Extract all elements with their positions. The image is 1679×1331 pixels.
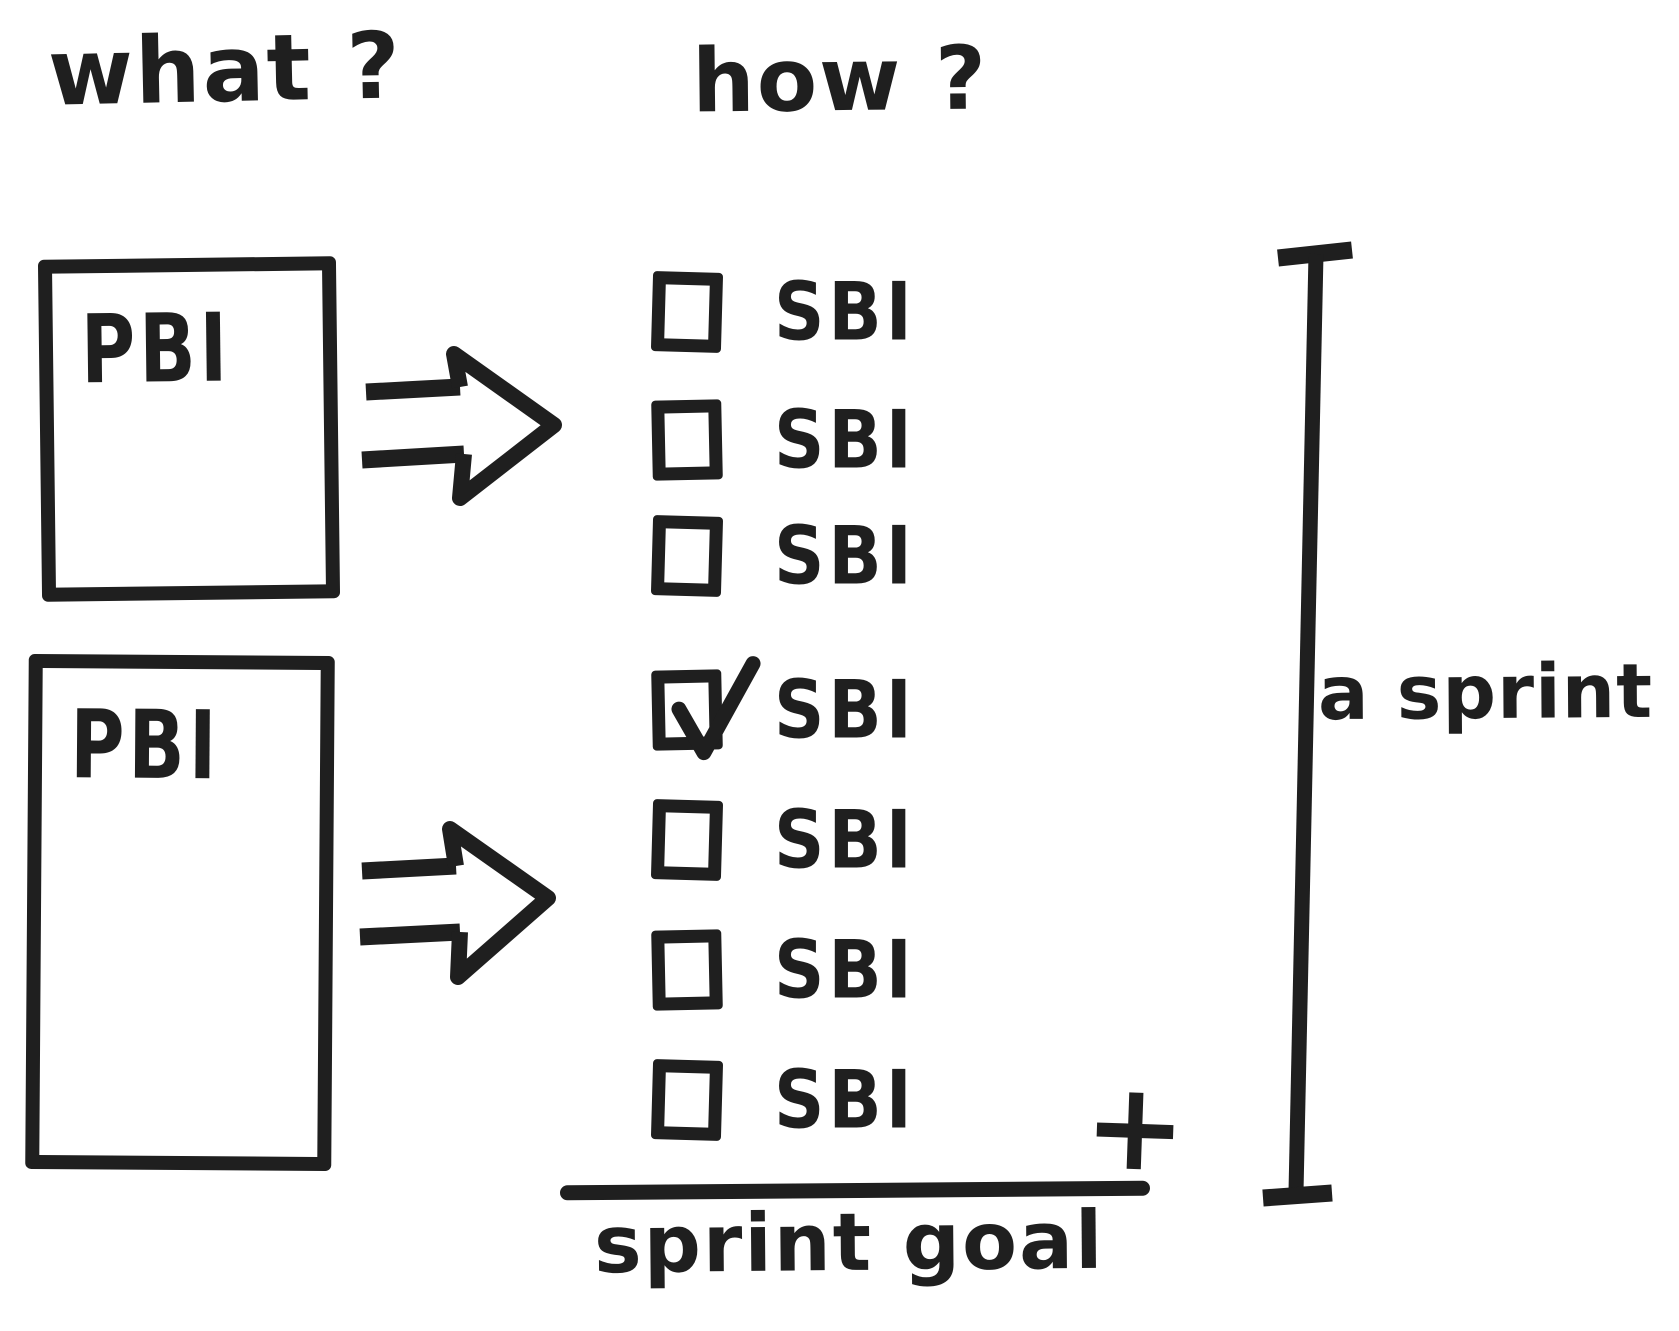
pbi-box: PBI: [37, 256, 341, 602]
sbi-label: SBI: [774, 509, 916, 603]
sbi-checkbox-checked: [651, 656, 761, 761]
sbi-label: SBI: [774, 393, 916, 487]
sbi-row: SBI: [651, 656, 916, 761]
sbi-row: SBI: [650, 509, 916, 603]
plus-icon: +: [1081, 1054, 1189, 1200]
sbi-checkbox-unchecked: [651, 399, 723, 481]
sbi-checkbox-unchecked: [650, 271, 724, 353]
sprint-goal-label: sprint goal: [593, 1193, 1105, 1292]
sbi-checkbox-unchecked: [650, 515, 724, 597]
sbi-label: SBI: [774, 265, 916, 359]
sbi-label: SBI: [774, 663, 916, 757]
sbi-row: SBI: [650, 265, 916, 359]
sbi-row: SBI: [651, 393, 916, 487]
sbi-checkbox-unchecked: [651, 929, 723, 1011]
pbi-label: PBI: [69, 690, 221, 802]
right-arrow-icon: [361, 346, 562, 506]
sbi-row: SBI: [650, 1053, 916, 1147]
right-arrow-icon: [359, 821, 556, 985]
sbi-checkbox-unchecked: [650, 1059, 724, 1141]
sbi-row: SBI: [651, 923, 916, 1017]
heading-how: how ?: [691, 26, 989, 133]
sbi-label: SBI: [774, 1053, 916, 1147]
sbi-row: SBI: [650, 793, 916, 887]
sbi-label: SBI: [774, 923, 916, 1017]
a-sprint-label: a sprint: [1317, 646, 1654, 738]
heading-what: what ?: [46, 12, 404, 127]
checkmark-icon: [671, 656, 761, 761]
pbi-box: PBI: [25, 653, 335, 1172]
sbi-checkbox-unchecked: [650, 799, 724, 881]
sprint-duration-bracket-icon: [1262, 241, 1353, 1207]
pbi-label: PBI: [80, 293, 232, 406]
sbi-label: SBI: [774, 793, 916, 887]
